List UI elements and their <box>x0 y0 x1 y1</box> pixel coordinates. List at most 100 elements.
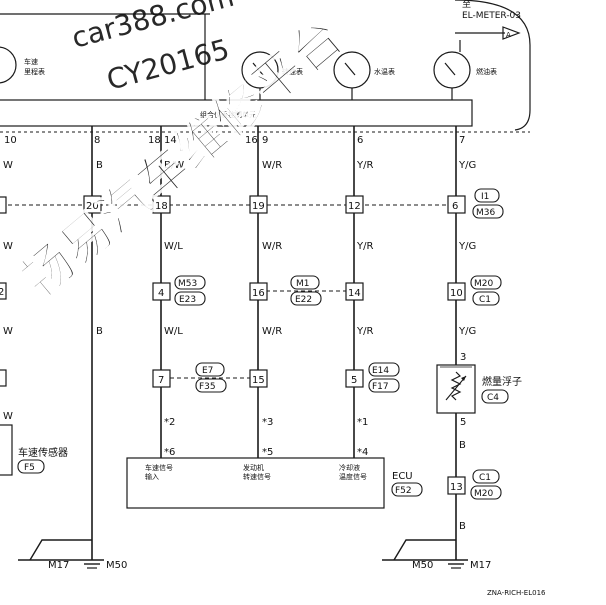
connector-code: F5 <box>24 463 35 473</box>
junction-pin-num: 20 <box>86 201 99 212</box>
wire-color: Y/R <box>356 160 373 171</box>
connector-tag <box>195 362 225 377</box>
cluster-unit-label: 组合仪表控制单元 <box>200 110 256 119</box>
junction-pin <box>249 195 268 214</box>
connector-tag <box>174 291 206 306</box>
junction-pin-num: 14 <box>348 288 361 299</box>
junction-pin <box>152 195 171 214</box>
junction-pin <box>447 195 466 214</box>
wire-color: B <box>96 160 103 171</box>
cluster-control-unit <box>0 99 473 127</box>
connector-code: F35 <box>199 382 216 392</box>
variable-resistor-arrowhead-icon <box>461 376 466 381</box>
junction-pin <box>345 282 364 301</box>
top-pin: 10 <box>4 135 17 146</box>
target-arrow-icon <box>502 26 521 40</box>
connector-tag <box>290 275 320 290</box>
connector-tag <box>470 275 502 290</box>
ecu-input-label: 温度信号 <box>339 472 367 481</box>
connector-code: E23 <box>179 295 196 305</box>
note-marker: *3 <box>262 417 273 428</box>
connector-code: M53 <box>178 279 197 289</box>
connector-code: C1 <box>479 295 491 305</box>
wire-color: W/R <box>262 326 282 337</box>
connector-tag <box>17 459 45 474</box>
junction-pin-edge <box>0 282 7 300</box>
wire-color: W/L <box>164 241 183 252</box>
connector-tag <box>472 291 500 306</box>
connector-code: E14 <box>372 366 389 376</box>
connector-tag <box>368 362 400 377</box>
connector-tag <box>195 378 227 393</box>
fuel-gauge-icon <box>433 51 471 89</box>
ecu-input-label: 冷却液 <box>339 463 360 472</box>
junction-pin-num: 15 <box>252 375 265 386</box>
top-pin: 7 <box>459 135 465 146</box>
top-pin: 9 <box>262 135 268 146</box>
wire-color: W <box>3 160 13 171</box>
ecu-input-label: 转速信号 <box>243 472 271 481</box>
connector-tag <box>290 291 322 306</box>
wire-color: W/R <box>262 160 282 171</box>
wire-color: Y/G <box>458 160 476 171</box>
junction-pin <box>447 282 466 301</box>
junction-pin <box>83 195 102 214</box>
wire-color: B/W <box>164 160 184 171</box>
connector-code: M36 <box>476 208 495 218</box>
ground-label: M50 <box>106 560 127 571</box>
top-pin: 6 <box>357 135 363 146</box>
speed-sensor-box <box>0 424 13 476</box>
connector-code: M20 <box>474 279 493 289</box>
wire-color: W <box>3 241 13 252</box>
target-label: 至 <box>462 0 471 10</box>
junction-pin-num: 5 <box>351 375 357 386</box>
ecu-input-label: 发动机 <box>243 463 264 472</box>
wire-color: B <box>459 521 466 532</box>
ground-right: M50 M17 <box>382 539 491 571</box>
junction-pin <box>345 195 364 214</box>
sender-pin-bottom: 5 <box>460 417 466 428</box>
junction-pin-edge <box>0 196 7 214</box>
top-pin: 18 <box>148 135 161 146</box>
ground-wire <box>29 539 92 561</box>
junction-pin-num: 18 <box>155 201 168 212</box>
top-pin: 16 <box>245 135 258 146</box>
fuel-sender-label: 燃量浮子 <box>482 375 522 388</box>
speedometer-gauge-icon <box>0 46 17 84</box>
junction-pin <box>447 476 466 495</box>
cluster-right-border <box>454 0 531 131</box>
connector-code: I1 <box>481 192 489 202</box>
gauge-label-speed-2: 里程表 <box>24 67 45 76</box>
junction-pin-edge <box>0 369 7 387</box>
junction-pin-num: 10 <box>450 288 463 299</box>
junction-pin-num: 7 <box>158 375 164 386</box>
note-marker: *5 <box>262 447 273 458</box>
tachometer-needle-icon <box>252 62 264 76</box>
connector-code: M1 <box>296 279 310 289</box>
gauge-label-speed-1: 车速 <box>24 57 38 66</box>
variable-resistor-arrow-icon <box>445 375 467 401</box>
connector-tag <box>368 378 400 393</box>
junction-pin-num: 12 <box>348 201 361 212</box>
note-marker: *4 <box>357 447 368 458</box>
sender-pin-top: 3 <box>460 352 466 363</box>
connector-code: C1 <box>479 473 491 483</box>
connector-code: E22 <box>295 295 312 305</box>
junction-pin-num: 13 <box>450 482 463 493</box>
watermark: car388.com CY20165 畅易汽车维修平台 <box>10 0 355 310</box>
note-marker: *6 <box>164 447 175 458</box>
connector-code: C4 <box>487 393 499 403</box>
fuel-needle-icon <box>444 62 456 76</box>
wire-color: Y/R <box>356 326 373 337</box>
ground-wire <box>393 539 456 561</box>
ground-label: M17 <box>470 560 491 571</box>
wire-color: W <box>3 411 13 422</box>
temp-needle-icon <box>344 62 356 76</box>
wire-color: B <box>96 326 103 337</box>
edge-pin-num: 2 <box>0 287 4 298</box>
connector-code: F52 <box>395 486 412 496</box>
connector-code: E7 <box>202 366 213 376</box>
ground-left: M17 M50 <box>18 539 127 571</box>
note-marker: *1 <box>357 417 368 428</box>
